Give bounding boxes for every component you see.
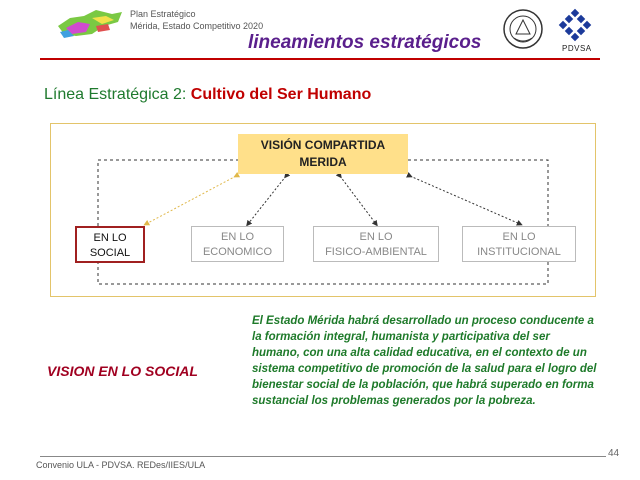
node-institucional: EN LO INSTITUCIONAL	[462, 226, 576, 262]
diagram-frame	[50, 123, 596, 297]
pdvsa-label: PDVSA	[562, 44, 592, 53]
node-social-line2: SOCIAL	[89, 247, 131, 259]
merida-map-logo-icon	[58, 10, 122, 38]
node-economico: EN LO ECONOMICO	[191, 226, 284, 262]
strategic-line-heading: Línea Estratégica 2: Cultivo del Ser Hum…	[44, 86, 371, 104]
node-fisico-line2: FISICO-AMBIENTAL	[325, 246, 427, 258]
footer-credit: Convenio ULA - PDVSA. REDes/IIES/ULA	[36, 460, 206, 470]
node-social: EN LO SOCIAL	[75, 226, 145, 263]
node-economico-line2: ECONOMICO	[202, 246, 273, 258]
header-plan-label: Plan Estratégico	[130, 9, 196, 19]
footer-divider	[40, 456, 606, 457]
vision-box-line1: VISIÓN COMPARTIDA	[260, 138, 386, 152]
strategic-line-subject: Cultivo del Ser Humano	[190, 86, 372, 103]
vision-box: VISIÓN COMPARTIDA MERIDA	[238, 134, 408, 174]
node-fisico-ambiental: EN LO FISICO-AMBIENTAL	[313, 226, 439, 262]
dashed-loop	[97, 159, 549, 285]
ula-seal-icon	[503, 9, 543, 49]
arrow-vision-fisico	[335, 171, 378, 227]
vision-box-line2: MERIDA	[299, 155, 347, 169]
section-title: VISION EN LO SOCIAL	[47, 363, 198, 379]
arrow-vision-economico	[246, 171, 291, 227]
header-divider	[40, 58, 600, 60]
node-fisico-line1: EN LO	[359, 231, 393, 243]
page-number: 44	[608, 448, 620, 459]
node-economico-line1: EN LO	[220, 231, 254, 243]
pdvsa-logo-icon	[558, 8, 592, 42]
node-institucional-line1: EN LO	[502, 231, 536, 243]
header-subtitle: Mérida, Estado Competitivo 2020	[130, 21, 264, 31]
strategic-line-prefix: Línea Estratégica 2:	[44, 86, 187, 103]
page-title: lineamientos estratégicos	[248, 32, 482, 53]
vision-paragraph: El Estado Mérida habrá desarrollado un p…	[252, 315, 597, 407]
node-institucional-line2: INSTITUCIONAL	[477, 246, 561, 258]
arrow-vision-institucional	[406, 172, 523, 226]
arrow-vision-social	[143, 171, 241, 226]
node-social-line1: EN LO	[93, 232, 127, 244]
